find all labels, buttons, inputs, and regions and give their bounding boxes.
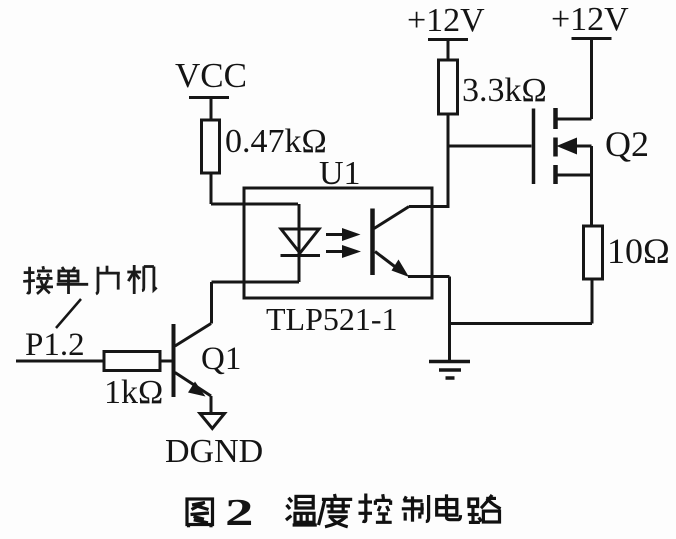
svg-text:Q2: Q2 bbox=[605, 124, 649, 164]
svg-text:+12V: +12V bbox=[407, 2, 485, 39]
svg-text:0.47kΩ: 0.47kΩ bbox=[225, 123, 327, 160]
svg-text:2: 2 bbox=[225, 492, 253, 534]
svg-text:TLP521-1: TLP521-1 bbox=[266, 301, 398, 337]
svg-text:3.3kΩ: 3.3kΩ bbox=[462, 72, 547, 109]
svg-text:P1.2: P1.2 bbox=[25, 327, 85, 363]
svg-text:VCC: VCC bbox=[175, 56, 247, 95]
svg-text:U1: U1 bbox=[319, 155, 361, 192]
svg-text:Q1: Q1 bbox=[201, 341, 241, 377]
svg-text:1kΩ: 1kΩ bbox=[104, 374, 163, 411]
svg-text:+12V: +12V bbox=[551, 1, 629, 38]
svg-text:10Ω: 10Ω bbox=[607, 231, 670, 271]
svg-text:DGND: DGND bbox=[165, 433, 263, 470]
